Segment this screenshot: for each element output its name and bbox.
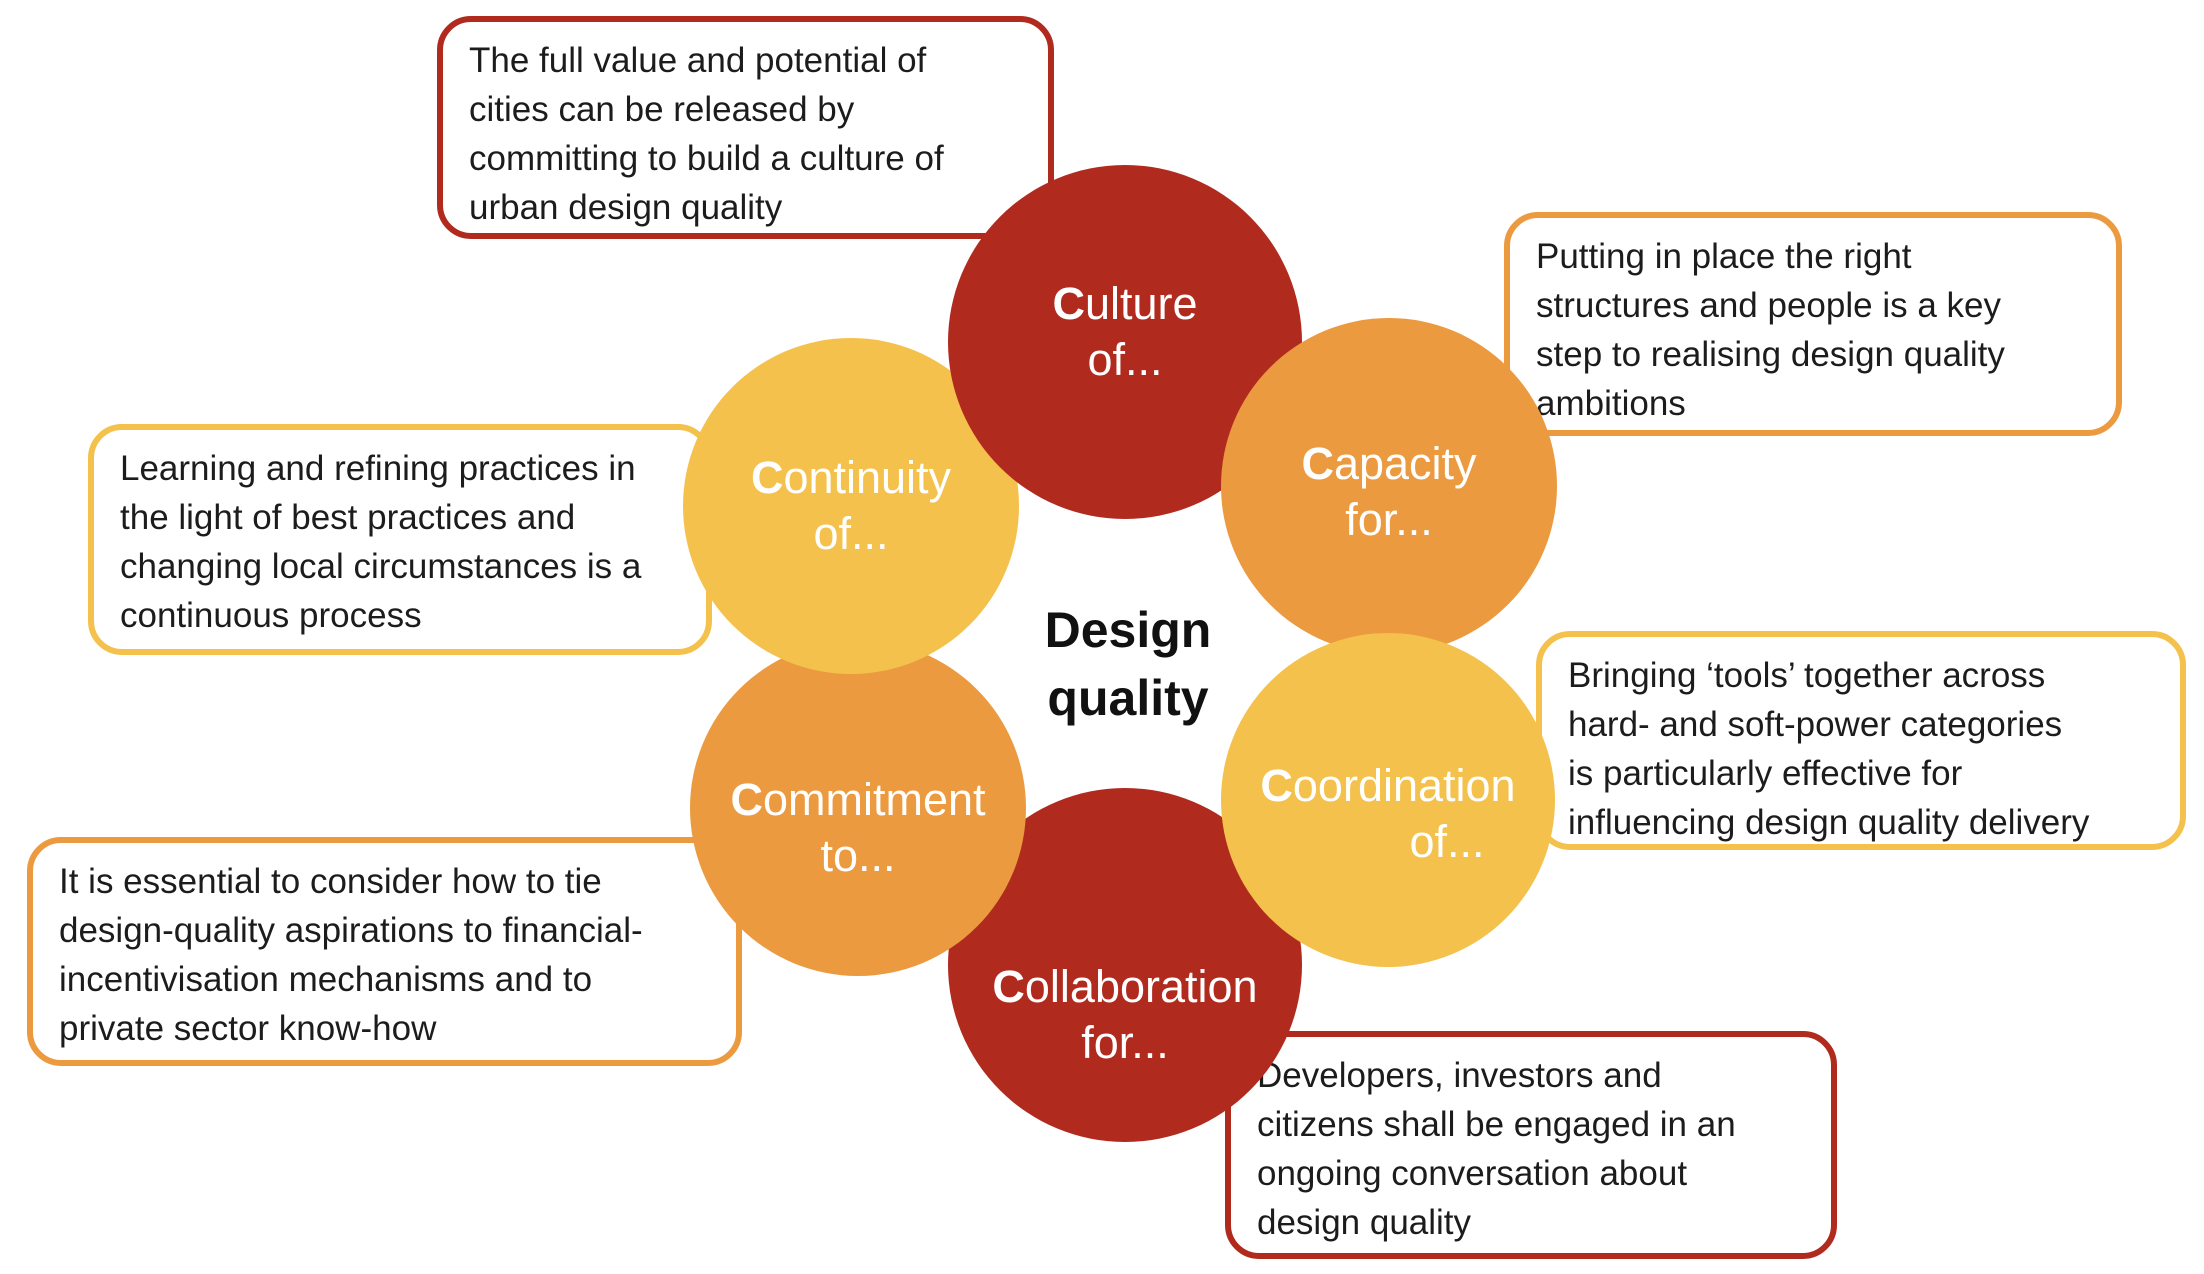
circle-capacity-label: Capacity for... <box>1301 438 1477 545</box>
callout-coordination-text: Bringing ‘tools’ together across hard- a… <box>1568 656 2090 842</box>
circle-continuity-label: Continuity of... <box>750 452 952 559</box>
callout-capacity: Putting in place the right structures an… <box>1504 212 2122 436</box>
callout-culture-text: The full value and potential of cities c… <box>469 41 944 227</box>
circle-coordination-label: Coordination of... <box>1260 760 1516 867</box>
callout-capacity-text: Putting in place the right structures an… <box>1536 237 2005 423</box>
callout-culture: The full value and potential of cities c… <box>437 16 1054 239</box>
circle-commitment-label: Commitment to... <box>730 774 986 881</box>
callout-commitment: It is essential to consider how to tie d… <box>27 837 742 1066</box>
callout-continuity-text: Learning and refining practices in the l… <box>120 449 642 635</box>
center-title-line2: quality <box>1047 670 1209 726</box>
circle-culture-label: Culture of... <box>1052 278 1198 385</box>
center-title-line1: Design <box>1044 602 1212 658</box>
callout-collaboration-text: Developers, investors and citizens shall… <box>1257 1056 1736 1242</box>
callout-commitment-text: It is essential to consider how to tie d… <box>59 862 643 1048</box>
center-title: Design quality <box>928 596 1328 732</box>
circle-coordination: Coordination of... <box>1221 633 1555 967</box>
callout-continuity: Learning and refining practices in the l… <box>88 424 712 655</box>
circle-capacity: Capacity for... <box>1221 318 1557 654</box>
circle-commitment: Commitment to... <box>690 640 1026 976</box>
callout-coordination: Bringing ‘tools’ together across hard- a… <box>1536 631 2186 850</box>
callout-collaboration: Developers, investors and citizens shall… <box>1225 1031 1837 1259</box>
circle-collaboration-label: Collaboration for... <box>992 961 1258 1068</box>
